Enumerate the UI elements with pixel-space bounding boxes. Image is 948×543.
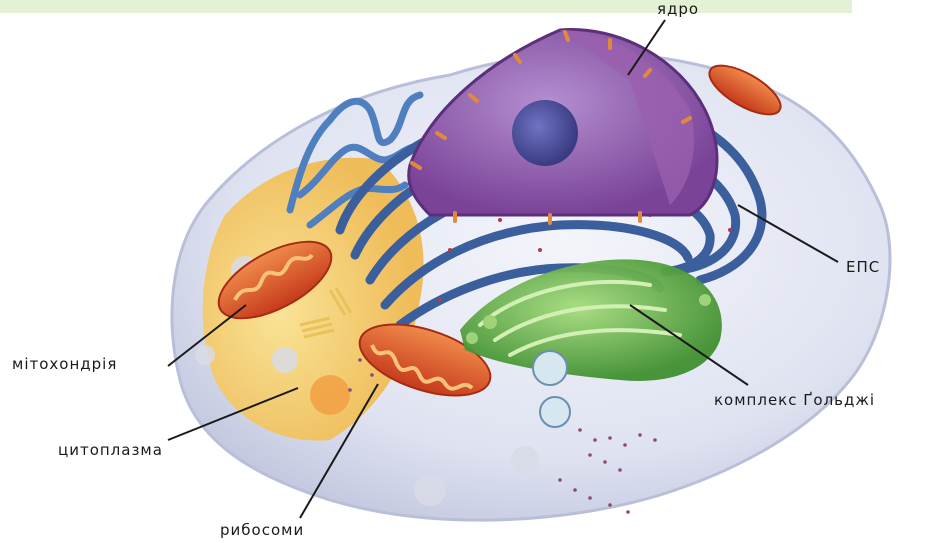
label-mitochondria: мітохондрія — [12, 355, 117, 373]
vesicle — [272, 347, 298, 373]
secretory-vesicle — [540, 397, 570, 427]
vesicle — [195, 345, 215, 365]
label-cytoplasm: цитоплазма — [58, 441, 163, 459]
label-golgi: комплекс Ґольджі — [714, 391, 875, 409]
secretory-vesicle — [533, 351, 567, 385]
vesicle — [310, 375, 350, 415]
vesicle — [511, 446, 539, 474]
label-nucleus: ядро — [657, 0, 699, 18]
vesicle — [414, 474, 446, 506]
label-er: ЕПС — [846, 258, 880, 276]
label-ribosomes: рибосоми — [220, 521, 304, 539]
nucleolus — [512, 100, 578, 166]
